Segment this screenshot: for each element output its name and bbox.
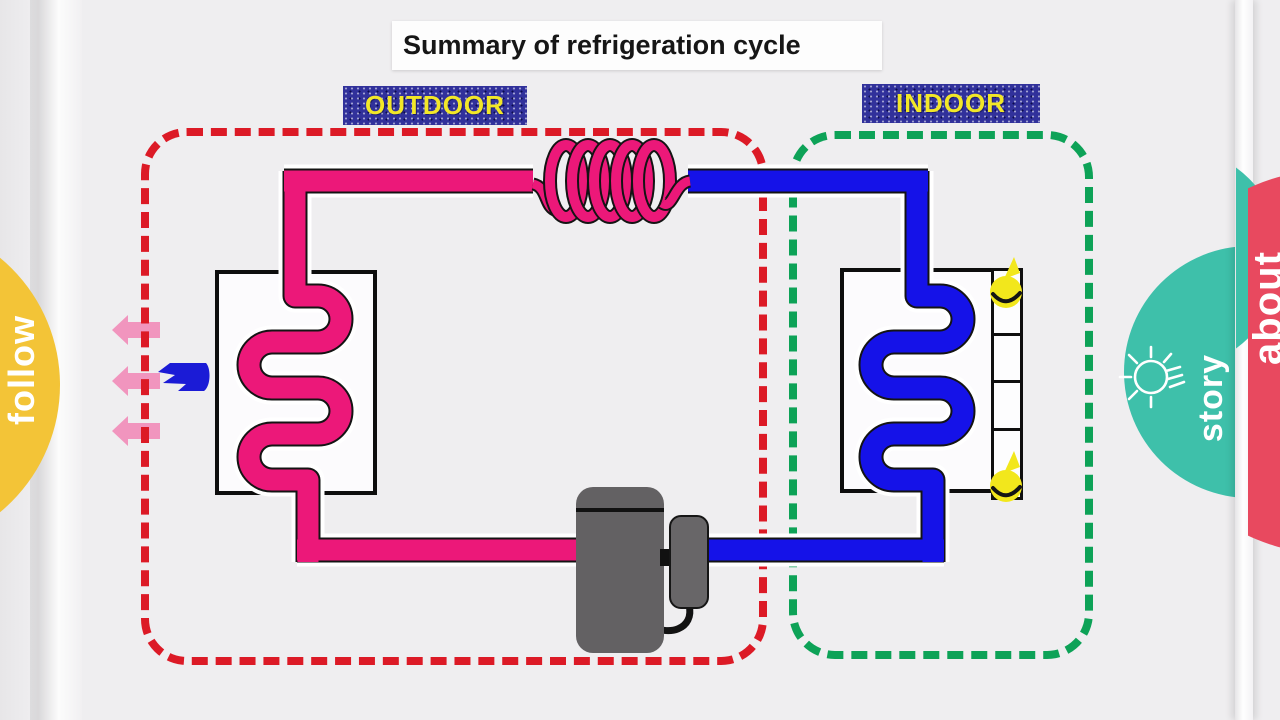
air-blow-symbols [990,257,1022,502]
title-bar: Summary of refrigeration cycle [392,21,882,70]
lightbulb-icon [1118,345,1186,409]
compressor-assembly [576,487,709,653]
evaporator-coil [860,171,974,562]
fan-unit-divider [994,428,1020,431]
about-label: about [1246,251,1280,365]
outdoor-zone-label: OUTDOOR [343,86,527,125]
compressor-top-seam [576,508,664,512]
fan-unit-divider [994,333,1020,336]
expansion-coil [530,138,693,224]
compressor-capacitor [669,515,709,609]
compressor [576,487,664,653]
follow-label: follow [1,315,42,425]
air-symbol-tip [1004,451,1020,473]
air-symbol-tip [1004,257,1020,279]
indoor-zone-border [789,131,1093,659]
fan-unit-divider [994,380,1020,383]
condenser-coil [238,171,352,562]
story-label: story [1192,353,1230,443]
page-title: Summary of refrigeration cycle [403,30,801,60]
about-ribbon-circle [1248,170,1280,554]
outdoor-zone-border [141,128,767,665]
outdoor-fan-blade-icon [158,363,210,391]
indoor-zone-label: INDOOR [862,84,1040,123]
